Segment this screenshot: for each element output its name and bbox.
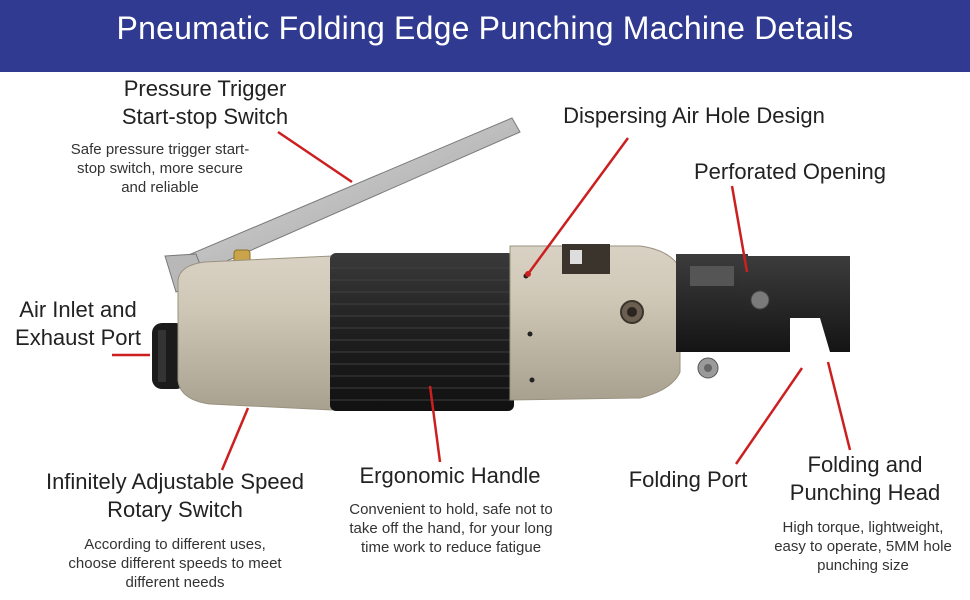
- air-hole-pointer: [526, 137, 630, 275]
- callout-speed-desc-line3: different needs: [125, 574, 225, 591]
- callout-speed-desc: According to different uses, choose diff…: [30, 535, 320, 592]
- callout-folding-port-title: Folding Port: [628, 467, 748, 492]
- callout-trigger-desc: Safe pressure trigger start- stop switch…: [40, 140, 280, 197]
- callout-head-title-line1: Folding and: [807, 452, 923, 477]
- callout-head-desc-line2: easy to operate, 5MM hole: [774, 538, 952, 555]
- folding-port-pointer: [734, 367, 804, 465]
- callout-speed-title-line2: Rotary Switch: [107, 497, 243, 522]
- callout-head-title: Folding and Punching Head: [770, 451, 960, 507]
- callout-head-desc: High torque, lightweight, easy to operat…: [756, 518, 970, 575]
- callout-trigger-desc-line2: stop switch, more secure: [77, 160, 243, 177]
- callout-trigger-desc-line3: and reliable: [121, 179, 199, 196]
- header-banner: Pneumatic Folding Edge Punching Machine …: [0, 0, 970, 72]
- front-body: [509, 245, 681, 401]
- callout-trigger-desc-line1: Safe pressure trigger start-: [70, 141, 250, 158]
- callout-speed-title-line1: Infinitely Adjustable Speed: [45, 469, 305, 494]
- head-pointer: [826, 361, 852, 451]
- callout-trigger-title: Pressure Trigger Start-stop Switch: [90, 75, 320, 131]
- head-jaw: [740, 256, 850, 352]
- callout-air-inlet-title-line1: Air Inlet and: [19, 297, 137, 322]
- callout-speed-title: Infinitely Adjustable Speed Rotary Switc…: [20, 468, 330, 524]
- page-title: Pneumatic Folding Edge Punching Machine …: [116, 10, 854, 46]
- callout-air-inlet-title-line2: Exhaust Port: [15, 325, 141, 350]
- callout-head-desc-line1: High torque, lightweight,: [782, 519, 944, 536]
- callout-head-desc-line3: punching size: [817, 557, 909, 574]
- callout-speed-desc-line2: choose different speeds to meet: [68, 555, 282, 572]
- perforated-pointer: [730, 185, 749, 273]
- callout-handle-desc-line1: Convenient to hold, safe not to: [349, 501, 553, 518]
- rear-body: [177, 255, 333, 411]
- callout-air-inlet-title: Air Inlet and Exhaust Port: [0, 296, 156, 352]
- speed-pointer: [220, 407, 250, 471]
- callout-air-hole-title: Dispersing Air Hole Design: [563, 103, 825, 128]
- callout-handle-desc-line3: time work to reduce fatigue: [360, 539, 542, 556]
- trigger-pointer: [277, 130, 353, 184]
- callout-perforated-title: Perforated Opening: [693, 159, 887, 184]
- callout-trigger-title-line1: Pressure Trigger: [123, 76, 287, 101]
- callout-trigger-title-line2: Start-stop Switch: [121, 104, 289, 129]
- callout-head-title-line2: Punching Head: [789, 480, 941, 505]
- callout-handle-desc-line2: take off the hand, for your long: [349, 520, 553, 537]
- callout-speed-desc-line1: According to different uses,: [84, 536, 266, 553]
- callout-handle-desc: Convenient to hold, safe not to take off…: [320, 500, 582, 557]
- callout-handle-title: Ergonomic Handle: [359, 463, 541, 488]
- handle-pointer: [428, 385, 442, 463]
